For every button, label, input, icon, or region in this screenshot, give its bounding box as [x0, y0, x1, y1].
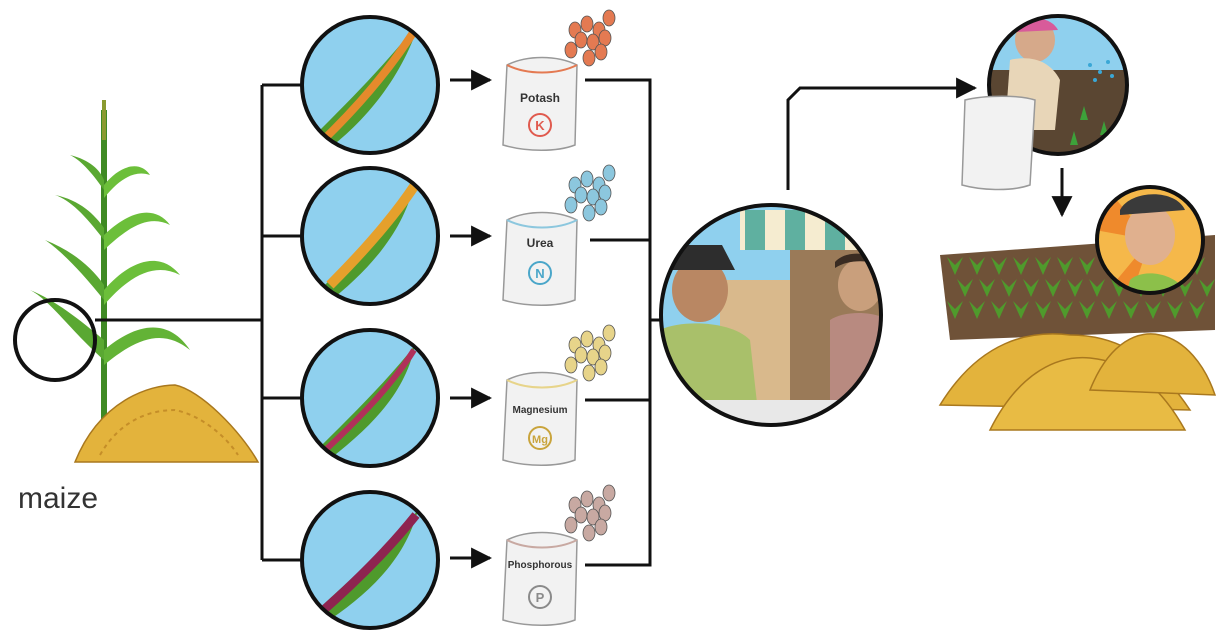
granule: [595, 44, 607, 60]
leaf-circle-urea: [302, 168, 438, 305]
granule: [583, 205, 595, 221]
fertilizer-bag-potash: Potash K: [503, 58, 577, 151]
bag-label: Potash: [520, 91, 560, 105]
granule: [575, 507, 587, 523]
granule: [595, 199, 607, 215]
granule: [595, 359, 607, 375]
granule: [565, 357, 577, 373]
leaf-circle-phosphorous: [302, 492, 438, 628]
leaf-circle-potash: [302, 17, 438, 155]
farmer-applying-fertilizer: [962, 16, 1135, 190]
granule: [599, 505, 611, 521]
plant-caption: maize: [18, 482, 98, 516]
granule: [575, 347, 587, 363]
granule: [581, 16, 593, 32]
granule: [595, 519, 607, 535]
fertilizer-bag-phosphorous: Phosphorous P: [503, 533, 577, 626]
granule: [581, 331, 593, 347]
nutrient-symbol: N: [535, 266, 544, 281]
bag-label: Urea: [527, 236, 554, 250]
granule: [565, 42, 577, 58]
granule: [603, 325, 615, 341]
granule: [583, 525, 595, 541]
granule: [583, 365, 595, 381]
connector-lines: [95, 80, 1062, 565]
granule: [599, 30, 611, 46]
granule: [565, 517, 577, 533]
shop-scene: [650, 205, 895, 430]
granule: [599, 345, 611, 361]
leaf-magnifier-circle: [15, 300, 95, 380]
nutrient-symbol: Mg: [532, 434, 548, 446]
granule: [581, 171, 593, 187]
granule: [603, 165, 615, 181]
granule: [583, 50, 595, 66]
fertilizer-bag-urea: Urea N: [503, 213, 577, 306]
bag-label: Magnesium: [512, 405, 567, 416]
fertilizer-bag-empty: [962, 96, 1035, 189]
granule: [581, 491, 593, 507]
leaf-circle-magnesium: [302, 330, 438, 466]
granule: [575, 32, 587, 48]
nutrient-symbol: K: [535, 118, 545, 133]
granule: [603, 10, 615, 26]
granule: [565, 197, 577, 213]
granule: [599, 185, 611, 201]
granule: [575, 187, 587, 203]
nutrient-symbol: P: [536, 590, 545, 605]
granule: [603, 485, 615, 501]
fertilizer-bag-magnesium: Magnesium Mg: [503, 373, 577, 466]
bag-label: Phosphorous: [508, 560, 573, 571]
